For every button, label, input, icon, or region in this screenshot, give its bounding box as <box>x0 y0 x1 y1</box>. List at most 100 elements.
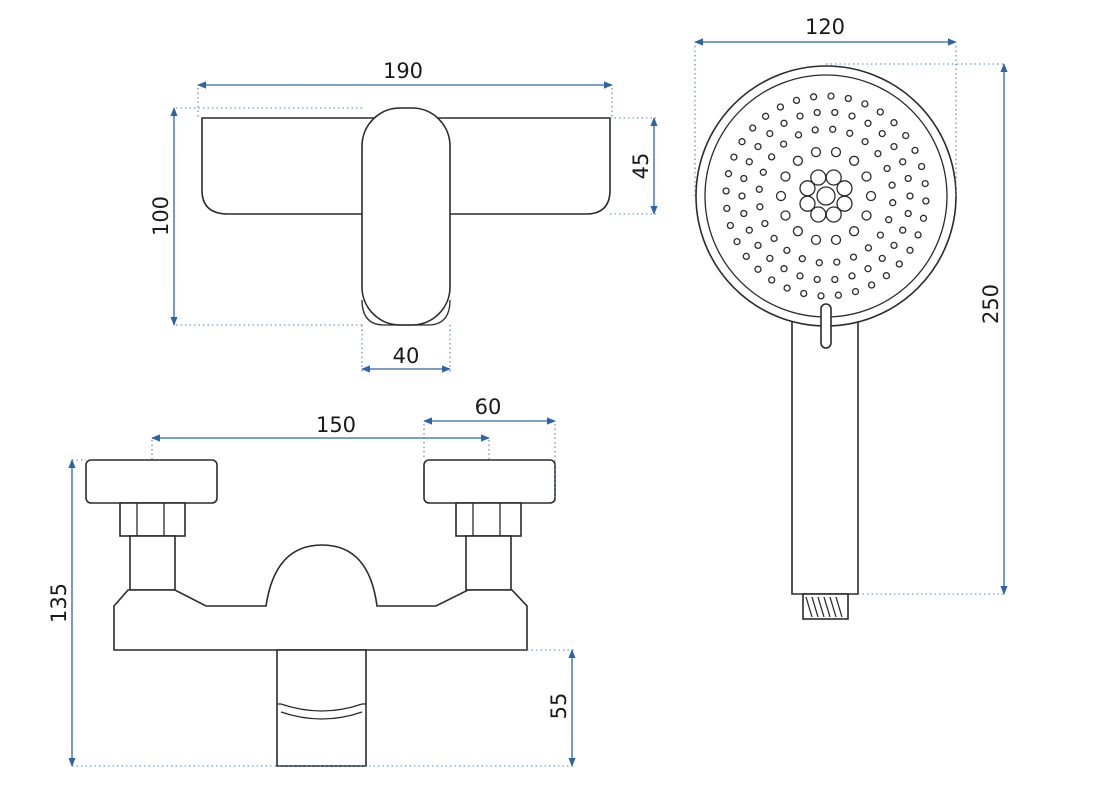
dim-label-100: 100 <box>149 196 173 236</box>
right-hex-nut <box>455 502 522 537</box>
nozzle-hole <box>829 125 837 133</box>
nozzle-hole <box>848 112 856 120</box>
nozzle-hole <box>864 119 872 127</box>
nozzle-hole <box>756 203 764 211</box>
nozzle-hole <box>904 209 912 218</box>
nozzle-hole <box>848 155 860 166</box>
nozzle-hole <box>775 190 787 202</box>
nozzle-hole <box>730 153 738 161</box>
dim-front-flange-width: 60 <box>423 395 556 503</box>
nozzle-hole <box>766 254 774 263</box>
dim-label-45: 45 <box>629 153 653 180</box>
nozzle-hole <box>911 146 919 155</box>
nozzle-hole <box>876 231 885 239</box>
nozzle-hole <box>848 272 856 280</box>
nozzle-hole <box>792 96 801 105</box>
nozzle-hole <box>864 265 872 273</box>
nozzle-hole <box>885 216 893 224</box>
nozzle-hole <box>780 210 791 221</box>
nozzle-hole <box>846 129 854 137</box>
nozzle-hole <box>810 146 822 158</box>
nozzle-hole <box>867 281 876 289</box>
nozzle-hole <box>914 231 922 239</box>
mixer-main-body <box>113 544 528 651</box>
nozzle-hole <box>849 253 858 261</box>
nozzle-hole <box>906 246 914 254</box>
nozzle-hole <box>740 174 748 183</box>
dim-mixer-top-height: 100 <box>149 107 362 326</box>
nozzle-hole <box>800 289 808 298</box>
nozzle-hole <box>794 131 803 139</box>
dim-mixer-body-height: 45 <box>610 117 658 215</box>
nozzle-hole <box>831 108 839 117</box>
nozzle-hole <box>902 131 910 140</box>
nozzle-hole <box>809 93 818 101</box>
nozzle-hole <box>780 119 788 127</box>
mixer-front-view <box>85 459 556 767</box>
nozzle-hole <box>861 210 872 221</box>
dim-label-135: 135 <box>47 583 71 623</box>
nozzle-hole <box>759 168 767 176</box>
nozzle-hole <box>742 252 750 261</box>
nozzle-hole <box>761 112 770 120</box>
nozzle-hole <box>890 142 898 151</box>
dim-label-120: 120 <box>805 15 845 39</box>
nozzle-hole <box>783 284 791 292</box>
nozzle-hole <box>895 260 903 268</box>
nozzle-hole <box>876 108 884 116</box>
right-connector-pipe <box>465 535 512 591</box>
nozzle-hole <box>861 171 872 182</box>
nozzle-hole <box>906 192 914 200</box>
nozzle-hole <box>768 276 776 284</box>
nozzle-hole <box>810 206 827 223</box>
nozzle-hole <box>831 275 839 284</box>
nozzle-hole <box>861 137 869 146</box>
nozzle-hole <box>745 226 753 234</box>
nozzle-hole <box>874 149 882 158</box>
nozzle-hole <box>783 246 791 255</box>
nozzle-hole <box>833 258 841 266</box>
dim-label-60: 60 <box>475 395 502 419</box>
nozzle-hole <box>890 241 898 250</box>
nozzle-hole <box>722 187 730 195</box>
mixer-lever-top <box>361 107 451 326</box>
nozzle-hole <box>813 108 821 117</box>
nozzle-hole <box>798 255 806 263</box>
nozzle-hole <box>864 244 873 252</box>
nozzle-hole <box>904 174 912 183</box>
nozzle-hole <box>888 181 896 189</box>
shower-handle <box>791 317 859 595</box>
nozzle-hole <box>738 138 746 146</box>
nozzle-hole <box>922 197 930 205</box>
nozzle-hole <box>754 265 762 273</box>
nozzle-hole <box>890 119 898 127</box>
nozzle-hole <box>830 146 842 158</box>
nozzle-hole <box>724 170 733 178</box>
nozzle-hole <box>834 291 843 299</box>
nozzle-hole <box>825 169 842 186</box>
nozzle-hole <box>848 226 860 237</box>
nozzle-hole <box>749 124 757 132</box>
nozzle-hole <box>733 237 741 246</box>
nozzle-hole <box>811 126 819 134</box>
nozzle-hole <box>779 140 788 148</box>
nozzle-hole <box>799 180 816 197</box>
nozzle-hole <box>792 226 804 237</box>
nozzle-hole <box>825 206 842 223</box>
nozzle-hole <box>796 112 804 120</box>
nozzle-hole <box>766 129 774 138</box>
nozzle-hole <box>865 190 877 202</box>
nozzle-hole <box>889 199 897 207</box>
dim-label-190: 190 <box>383 59 423 83</box>
left-hex-nut <box>119 502 186 537</box>
dim-mixer-top-width: 190 <box>197 59 613 118</box>
nozzle-hole <box>878 254 886 263</box>
nozzle-hole <box>810 234 822 246</box>
nozzle-hole <box>861 100 869 108</box>
nozzle-hole <box>817 292 825 300</box>
dim-front-total-height: 135 <box>47 459 574 767</box>
nozzle-hole <box>745 158 753 166</box>
nozzle-hole <box>755 185 763 193</box>
dim-label-55: 55 <box>547 693 571 720</box>
nozzle-hole <box>792 155 804 166</box>
